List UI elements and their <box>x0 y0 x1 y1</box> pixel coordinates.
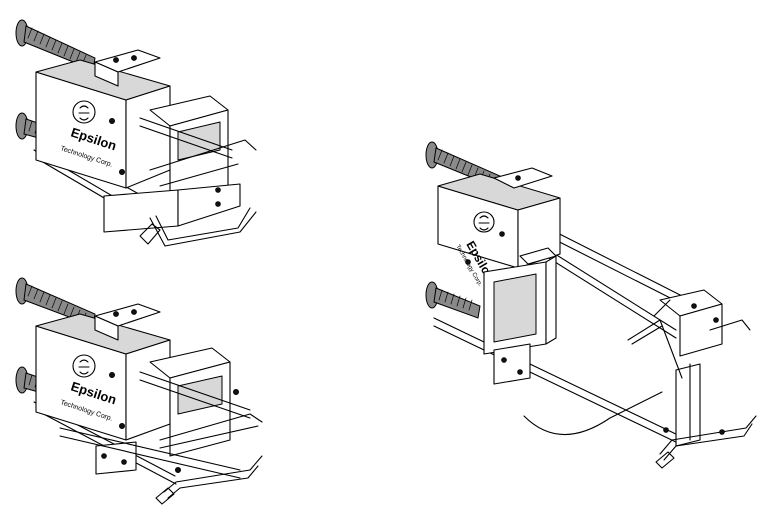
screw-icons <box>109 371 239 473</box>
threaded-rod-lower <box>425 281 481 319</box>
epsilon-logo-icon <box>473 211 495 233</box>
view-right: Epsilon Technology Corp. <box>425 141 757 469</box>
cable <box>523 391 663 435</box>
epsilon-logo-icon <box>72 354 96 378</box>
view-top-left: Epsilon Technology Corp. <box>15 19 257 247</box>
epsilon-logo-icon <box>72 100 96 124</box>
view-bottom-left: Epsilon Technology Corp. <box>15 277 263 505</box>
